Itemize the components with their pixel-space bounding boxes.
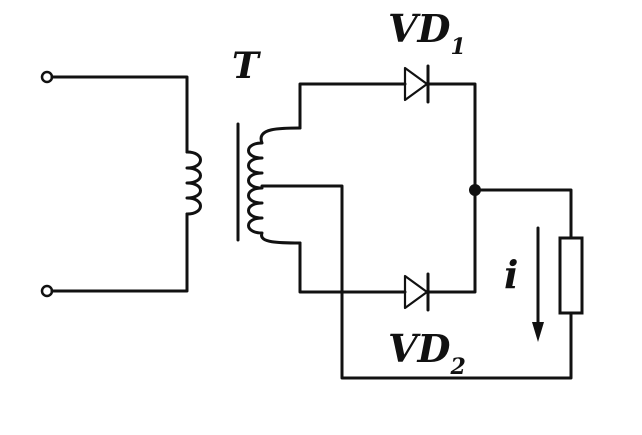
vd2-output-wire (426, 188, 477, 294)
load-wire (473, 188, 573, 240)
diode2-name: VD (388, 326, 450, 371)
primary-wire-bottom (50, 212, 189, 293)
diode2-label: VD2 (388, 326, 466, 380)
center-tap-wire (260, 184, 573, 380)
diode1-subscript: 1 (450, 34, 465, 60)
secondary-wire-bottom (298, 241, 407, 294)
diode-vd2 (403, 272, 430, 312)
diode-vd1 (403, 64, 430, 104)
current-label: i (504, 252, 518, 297)
primary-wire-top (50, 75, 189, 154)
load-resistor (558, 236, 584, 315)
diode1-label: VD1 (388, 6, 466, 60)
primary-winding (185, 150, 202, 216)
secondary-winding (247, 126, 302, 245)
diode2-subscript: 2 (449, 354, 465, 380)
secondary-wire-top (298, 82, 407, 130)
current-arrow (532, 226, 544, 342)
transformer-label: T (232, 45, 261, 87)
diode1-name: VD (388, 6, 450, 51)
vd1-output-wire (426, 82, 477, 192)
